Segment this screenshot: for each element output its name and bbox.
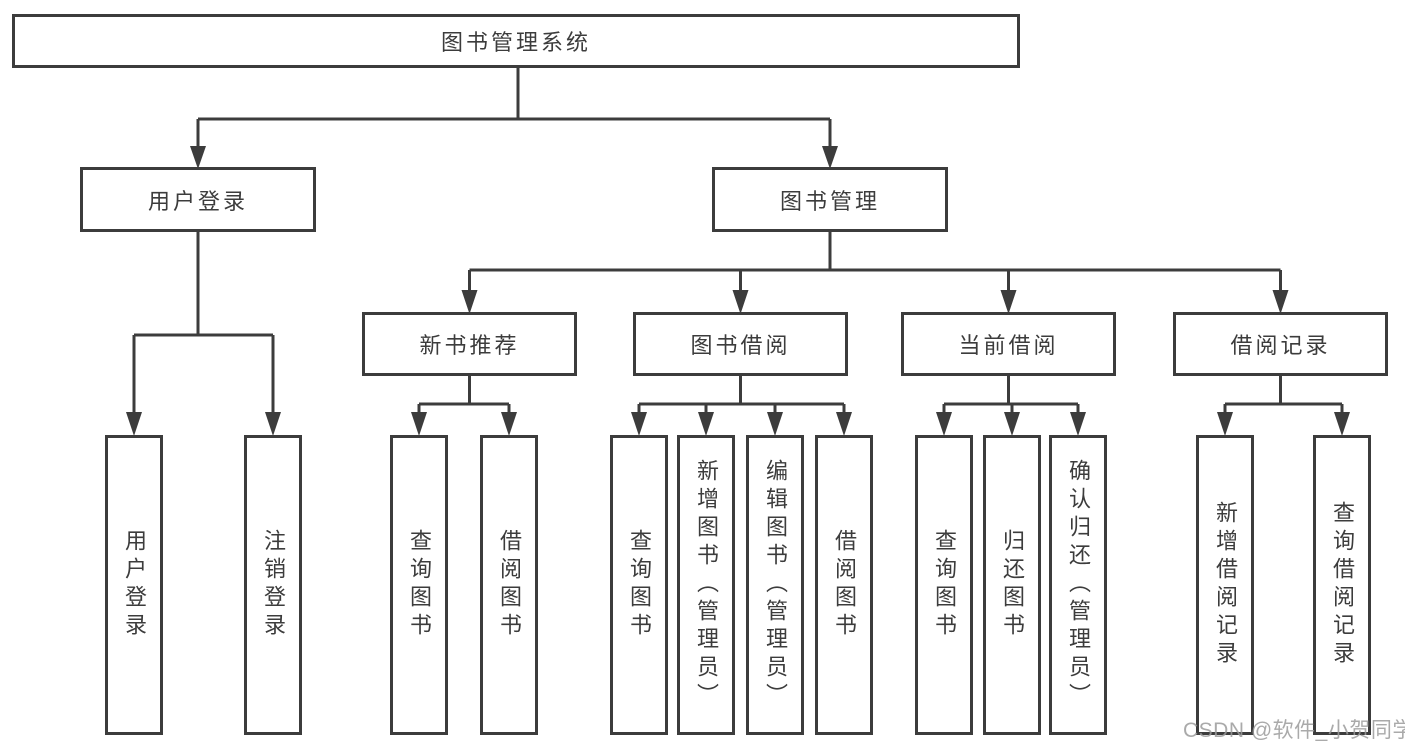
node-book-borrow: 图书借阅 <box>633 312 848 376</box>
node-system-root: 图书管理系统 <box>12 14 1020 68</box>
leaf-borrow-add-book-admin-label: 新增图书（管理员） <box>694 459 719 711</box>
leaf-current-query-book-label: 查询图书 <box>932 529 957 641</box>
arrowheads <box>126 146 1350 436</box>
node-user-login: 用户登录 <box>80 167 316 232</box>
leaf-current-return-book-label: 归还图书 <box>1000 529 1025 641</box>
leaf-logout-label: 注销登录 <box>261 529 286 641</box>
connector-current-group <box>942 376 1080 412</box>
connector-recommend-group <box>417 376 511 412</box>
leaf-borrow-borrow-book: 借阅图书 <box>815 435 873 735</box>
node-system-root-label: 图书管理系统 <box>440 30 591 55</box>
connector-root <box>196 68 832 146</box>
leaf-records-add-record: 新增借阅记录 <box>1196 435 1254 735</box>
leaf-logout: 注销登录 <box>244 435 302 735</box>
node-book-manage-label: 图书管理 <box>779 188 880 214</box>
leaf-current-query-book: 查询图书 <box>915 435 973 735</box>
node-book-borrow-label: 图书借阅 <box>690 333 791 358</box>
connector-borrow-group <box>637 376 846 412</box>
connector-login-group <box>132 232 275 412</box>
leaf-borrow-edit-book-admin: 编辑图书（管理员） <box>746 435 804 735</box>
leaf-borrow-edit-book-admin-label: 编辑图书（管理员） <box>763 459 788 711</box>
leaf-current-return-book: 归还图书 <box>983 435 1041 735</box>
leaf-borrow-add-book-admin: 新增图书（管理员） <box>677 435 735 735</box>
leaf-borrow-borrow-book-label: 借阅图书 <box>832 529 857 641</box>
connector-records-group <box>1223 376 1344 412</box>
node-new-book-recommend-label: 新书推荐 <box>419 333 520 358</box>
leaf-records-query-record: 查询借阅记录 <box>1313 435 1371 735</box>
node-new-book-recommend: 新书推荐 <box>362 312 577 376</box>
leaf-borrow-query-book-label: 查询图书 <box>627 529 652 641</box>
node-borrow-records: 借阅记录 <box>1173 312 1388 376</box>
leaf-user-login-label: 用户登录 <box>122 529 147 641</box>
leaf-current-confirm-return-admin-label: 确认归还（管理员） <box>1066 459 1091 711</box>
leaf-recommend-borrow-book: 借阅图书 <box>480 435 538 735</box>
node-borrow-records-label: 借阅记录 <box>1230 333 1331 358</box>
node-book-manage: 图书管理 <box>712 167 948 232</box>
csdn-watermark: CSDN @软件_小贺同学 <box>1183 719 1405 742</box>
leaf-recommend-query-book-label: 查询图书 <box>407 529 432 641</box>
leaf-borrow-query-book: 查询图书 <box>610 435 668 735</box>
leaf-records-query-record-label: 查询借阅记录 <box>1330 501 1355 669</box>
node-user-login-label: 用户登录 <box>147 188 248 214</box>
leaf-recommend-query-book: 查询图书 <box>390 435 448 735</box>
leaf-recommend-borrow-book-label: 借阅图书 <box>497 529 522 641</box>
node-current-borrow-label: 当前借阅 <box>958 333 1059 358</box>
leaf-user-login: 用户登录 <box>105 435 163 735</box>
node-current-borrow: 当前借阅 <box>901 312 1116 376</box>
connector-manage-group <box>468 232 1282 290</box>
leaf-records-add-record-label: 新增借阅记录 <box>1213 501 1238 669</box>
leaf-current-confirm-return-admin: 确认归还（管理员） <box>1049 435 1107 735</box>
